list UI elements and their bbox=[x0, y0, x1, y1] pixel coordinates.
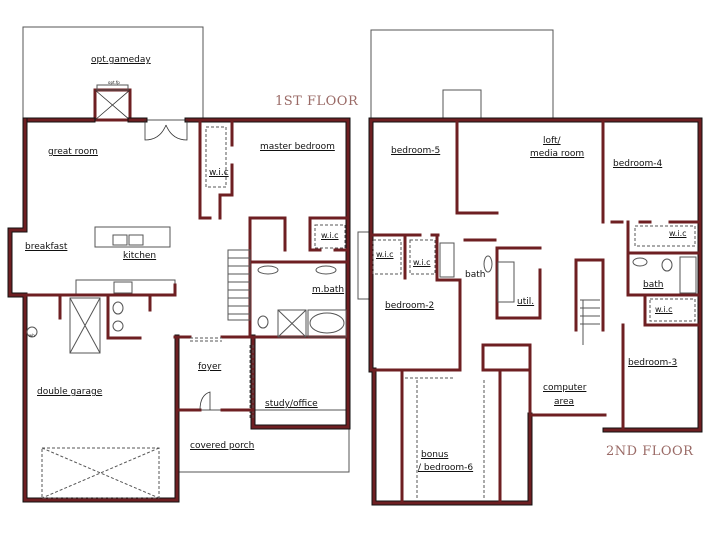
room-label-breakfast: breakfast bbox=[25, 242, 68, 252]
first-floor-title: 1ST FLOOR bbox=[275, 94, 359, 109]
room-label-master-bedroom: master bedroom bbox=[260, 142, 335, 152]
room-label-kitchen: kitchen bbox=[123, 251, 157, 261]
fireplace-icon bbox=[93, 84, 132, 122]
interior-walls-first bbox=[23, 118, 350, 499]
room-label-wh: wh bbox=[29, 333, 35, 338]
staircase-icon bbox=[227, 249, 251, 321]
gameday-outline bbox=[22, 26, 204, 121]
room-label-bonus: bonus bbox=[421, 450, 449, 460]
garage-door-outline bbox=[41, 447, 160, 499]
room-label-bath-b4: bath bbox=[643, 280, 664, 290]
room-label-great-room: great room bbox=[48, 147, 98, 157]
stove-icon bbox=[113, 281, 133, 294]
room-label-bedroom-3: bedroom-3 bbox=[628, 358, 678, 368]
room-label-media-room: media room bbox=[530, 149, 585, 159]
kitchen-island bbox=[94, 226, 171, 248]
room-label-bedroom-2: bedroom-2 bbox=[385, 301, 435, 311]
room-label-bedroom-6: / bedroom-6 bbox=[418, 463, 474, 473]
room-label-bedroom-4: bedroom-4 bbox=[613, 159, 663, 169]
first-floor-plan bbox=[7, 26, 351, 503]
room-label-wic-b2: w.i.c bbox=[413, 258, 431, 267]
water-heater-icon bbox=[26, 326, 38, 338]
room-label-bedroom-5: bedroom-5 bbox=[391, 146, 441, 156]
room-label-m-bath: m.bath bbox=[312, 285, 345, 295]
room-label-wic-b5: w.i.c bbox=[376, 250, 394, 259]
room-label-util: util. bbox=[517, 297, 535, 307]
room-label-wic: w.i.c bbox=[209, 168, 229, 178]
room-label-foyer: foyer bbox=[198, 362, 222, 372]
room-label-wic-2: w.i.c bbox=[321, 231, 339, 240]
garage-storage bbox=[69, 297, 101, 354]
room-label-wic-b3: w.i.c bbox=[655, 305, 673, 314]
room-label-wic-b4: w.i.c bbox=[669, 229, 687, 238]
interior-walls-second bbox=[369, 118, 702, 505]
second-floor-plan bbox=[357, 29, 703, 506]
room-label-double-garage: double garage bbox=[37, 387, 103, 397]
room-label-bath-hall: bath bbox=[465, 270, 486, 280]
room-label-covered-porch: covered porch bbox=[190, 441, 255, 451]
sink-icon bbox=[112, 234, 128, 246]
second-floor-title: 2ND FLOOR bbox=[606, 444, 694, 459]
room-label-loft: loft/ bbox=[543, 136, 561, 146]
room-label-study-office: study/office bbox=[265, 399, 318, 409]
room-label-computer: computer bbox=[543, 383, 587, 393]
room-label-opt-fp: opt.fp bbox=[108, 80, 120, 85]
toilet-icon bbox=[112, 301, 124, 315]
room-label-opt-gameday: opt.gameday bbox=[91, 55, 151, 65]
attic-outline bbox=[370, 29, 554, 121]
staircase-icon bbox=[580, 299, 600, 345]
room-label-computer-area: area bbox=[554, 397, 575, 407]
